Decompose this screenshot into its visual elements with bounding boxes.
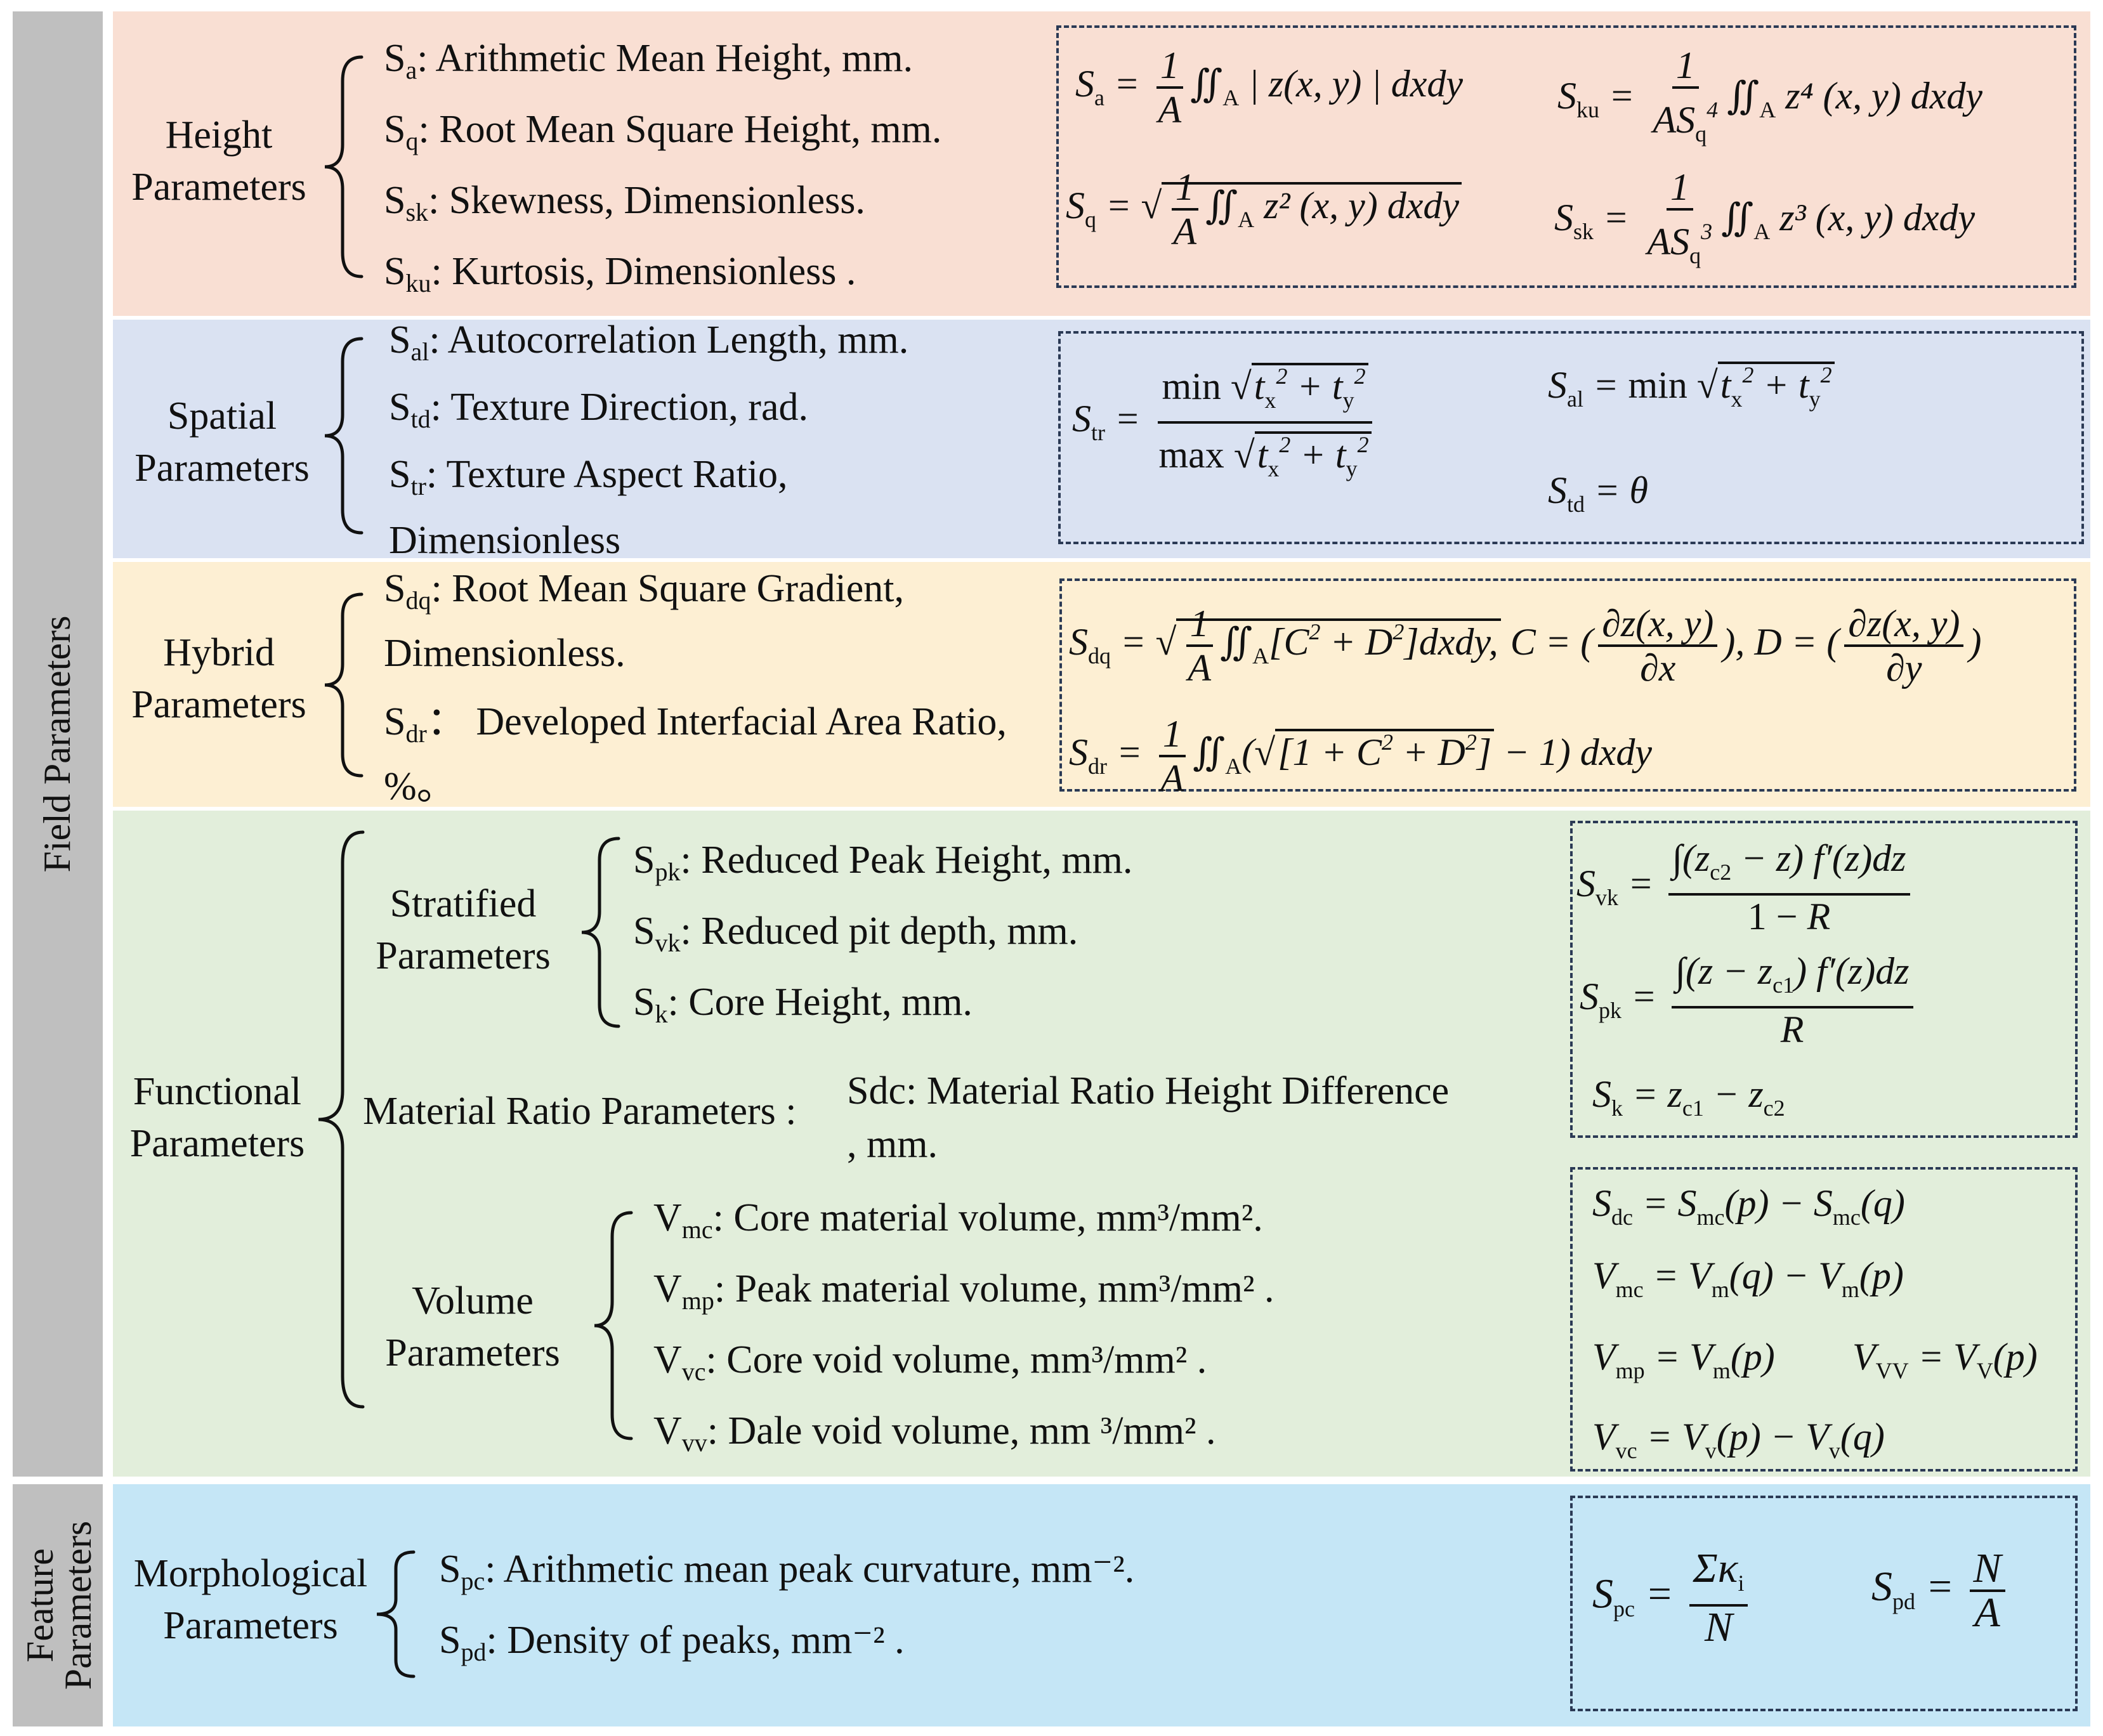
formula-vmc: Vmc = Vm(q) − Vm(p)	[1592, 1255, 1904, 1302]
field-parameters-label: Field Parameters	[36, 615, 78, 873]
hybrid-category-line1: Hybrid	[163, 631, 275, 674]
morphological-category-label: Morphological Parameters	[117, 1548, 384, 1652]
formula-std: Std = θ	[1548, 469, 1648, 517]
hybrid-formula-box	[1059, 578, 2076, 792]
volume-category-label: Volume Parameters	[365, 1275, 580, 1379]
formula-vmp: Vmp = Vm(p)	[1592, 1336, 1775, 1383]
material-ratio-text: Sdc: Material Ratio Height Difference	[847, 1069, 1450, 1113]
spatial-category-line1: Spatial	[167, 395, 277, 438]
hybrid-item-sdq: Sdq: Root Mean Square Gradient,	[384, 567, 905, 615]
material-ratio-text-cont: , mm.	[847, 1123, 938, 1166]
height-formula-box	[1056, 25, 2076, 288]
hybrid-category-label: Hybrid Parameters	[117, 627, 320, 731]
stratified-item-svk: Svk: Reduced pit depth, mm.	[633, 910, 1078, 957]
hybrid-item-sdr: Sdr： Developed Interfacial Area Ratio,	[384, 700, 1007, 748]
morphological-item-spd: Spd: Density of peaks, mm⁻² .	[439, 1619, 905, 1666]
morphological-formula-box	[1570, 1496, 2078, 1711]
functional-parameters-band	[113, 811, 2090, 1477]
functional-category-line1: Functional	[133, 1070, 302, 1113]
morphological-brace	[376, 1550, 416, 1678]
hybrid-item-sdq-cont: Dimensionless.	[384, 632, 626, 675]
height-item-sku: Sku: Kurtosis, Dimensionless .	[384, 250, 856, 297]
spatial-item-std: Std: Texture Direction, rad.	[389, 386, 808, 433]
material-ratio-label: Material Ratio Parameters :	[363, 1090, 797, 1133]
spatial-item-str: Str: Texture Aspect Ratio,	[389, 453, 788, 500]
spatial-category-line2: Parameters	[134, 447, 310, 490]
volume-formula-box	[1570, 1167, 2078, 1472]
height-category-line2: Parameters	[131, 166, 306, 209]
volume-category-line1: Volume	[412, 1279, 534, 1322]
height-item-sa: Sa: Arithmetic Mean Height, mm.	[384, 37, 914, 84]
formula-vvv: VVV = VV(p)	[1852, 1336, 2038, 1383]
stratified-category-line2: Parameters	[376, 934, 551, 977]
height-parameters-band	[113, 11, 2090, 316]
functional-category-line2: Parameters	[129, 1122, 305, 1165]
stratified-item-spk: Spk: Reduced Peak Height, mm.	[633, 839, 1133, 886]
feature-parameters-sidebar	[13, 1484, 103, 1726]
height-item-ssk: Ssk: Skewness, Dimensionless.	[384, 179, 865, 226]
spatial-item-str-cont: Dimensionless	[389, 519, 621, 562]
formula-sk: Sk = zc1 − zc2	[1592, 1073, 1785, 1121]
spatial-formula-box	[1058, 331, 2084, 544]
height-category-label: Height Parameters	[117, 109, 320, 213]
stratified-category-line1: Stratified	[390, 882, 537, 925]
volume-category-line2: Parameters	[385, 1331, 560, 1374]
morphological-item-spc: Spc: Arithmetic mean peak curvature, mm⁻…	[439, 1548, 1135, 1595]
morphological-parameters-band	[113, 1484, 2090, 1726]
height-item-sq: Sq: Root Mean Square Height, mm.	[384, 108, 942, 155]
stratified-category-label: Stratified Parameters	[355, 878, 571, 982]
morphological-category-line2: Parameters	[163, 1604, 338, 1647]
hybrid-parameters-band	[113, 562, 2090, 807]
morphological-category-line1: Morphological	[133, 1552, 368, 1595]
hybrid-brace	[324, 592, 364, 778]
volume-item-vmp: Vmp: Peak material volume, mm³/mm² .	[653, 1267, 1274, 1315]
stratified-brace	[581, 837, 620, 1028]
height-brace	[324, 55, 364, 278]
volume-brace	[594, 1211, 633, 1440]
height-category-line1: Height	[165, 114, 273, 157]
hybrid-item-sdr-cont: %。	[384, 765, 456, 808]
feature-parameters-label-2: Parameters	[57, 1520, 99, 1690]
spatial-brace	[324, 337, 364, 535]
volume-item-vvc: Vvc: Core void volume, mm³/mm² .	[653, 1338, 1207, 1386]
volume-item-vmc: Vmc: Core material volume, mm³/mm².	[653, 1196, 1263, 1244]
spatial-parameters-band	[113, 320, 2090, 558]
stratified-formula-box	[1570, 821, 2078, 1138]
formula-sal: Sal = min √tx2 + ty2	[1548, 353, 1835, 421]
field-parameters-sidebar	[13, 11, 103, 1477]
hybrid-category-line2: Parameters	[131, 683, 306, 726]
stratified-item-sk: Sk: Core Height, mm.	[633, 981, 973, 1028]
spatial-category-label: Spatial Parameters	[117, 390, 327, 494]
spatial-item-sal: Sal: Autocorrelation Length, mm.	[389, 318, 909, 366]
formula-sdc: Sdc = Smc(p) − Smc(q)	[1592, 1182, 1905, 1230]
volume-item-vvv: Vvv: Dale void volume, mm ³/mm² .	[653, 1409, 1216, 1457]
formula-vvc: Vvc = Vv(p) − Vv(q)	[1592, 1416, 1885, 1463]
functional-brace	[318, 830, 365, 1409]
functional-category-label: Functional Parameters	[114, 1066, 320, 1170]
